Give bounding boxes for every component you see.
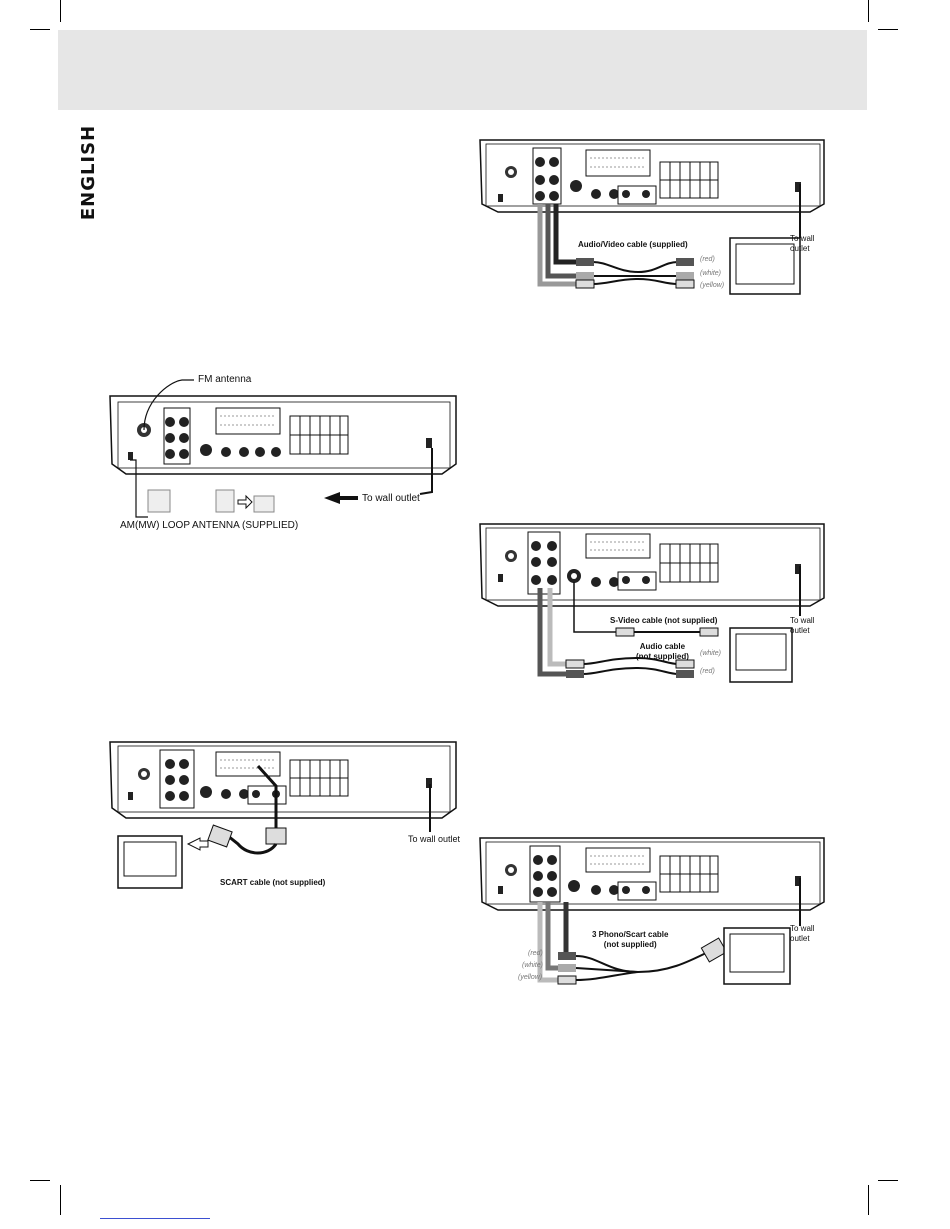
scart-connection-figure: SCART cable (not supplied) To wall outle…: [108, 736, 460, 896]
antenna-connection-figure: FM antenna AM(MW) LOOP ANTENNA (SUPPLIED…: [108, 372, 460, 537]
svideo-audio-label: Audio cable (not supplied): [636, 642, 689, 661]
scart-wall-label: To wall outlet: [408, 834, 461, 844]
crop-mark: [60, 1185, 61, 1215]
crop-mark: [30, 29, 50, 30]
av-wall-label: To wall outlet: [790, 234, 815, 253]
phono-scart-cable-label: 3 Phono/Scart cable (not supplied): [592, 930, 669, 949]
language-tab: ENGLISH: [72, 124, 106, 220]
receiver-rear-panel: [479, 837, 825, 985]
receiver-rear-panel: [109, 741, 457, 889]
antenna-wall-label: To wall outlet: [362, 493, 420, 504]
footer-link-underline: [100, 1218, 210, 1219]
svideo-cable-label: S-Video cable (not supplied): [610, 616, 718, 625]
av-connection-figure: Audio/Video cable (supplied) To wall out…: [478, 134, 828, 304]
fm-antenna-label: FM antenna: [198, 374, 252, 385]
phono-scart-connection-figure: 3 Phono/Scart cable (not supplied) To wa…: [478, 832, 828, 992]
receiver-rear-panel: [109, 379, 457, 518]
crop-mark: [60, 0, 61, 22]
am-antenna-label: AM(MW) LOOP ANTENNA (SUPPLIED): [120, 520, 299, 531]
av-cable-label: Audio/Video cable (supplied): [578, 240, 688, 249]
svideo-jack-red: (red): [700, 668, 715, 675]
phono-jack-red: (red): [528, 950, 543, 957]
crop-mark: [878, 1180, 898, 1181]
receiver-rear-panel: [479, 523, 825, 683]
svideo-wall-label: To wall outlet: [790, 616, 815, 635]
scart-cable-label: SCART cable (not supplied): [220, 878, 326, 887]
receiver-rear-panel: [479, 139, 825, 295]
crop-mark: [868, 0, 869, 22]
crop-mark: [878, 29, 898, 30]
av-jack-white: (white): [700, 270, 722, 277]
crop-mark: [868, 1185, 869, 1215]
language-tab-label: ENGLISH: [78, 124, 100, 220]
av-jack-yellow: (yellow): [700, 282, 725, 289]
svideo-connection-figure: S-Video cable (not supplied) Audio cable…: [478, 518, 828, 688]
svideo-jack-white: (white): [700, 650, 722, 657]
av-jack-red: (red): [700, 256, 715, 263]
header-band: [58, 30, 867, 110]
phono-jack-white: (white): [522, 962, 544, 969]
phono-scart-wall-label: To wall outlet: [790, 924, 815, 943]
crop-mark: [30, 1180, 50, 1181]
phono-jack-yellow: (yellow): [518, 974, 543, 981]
